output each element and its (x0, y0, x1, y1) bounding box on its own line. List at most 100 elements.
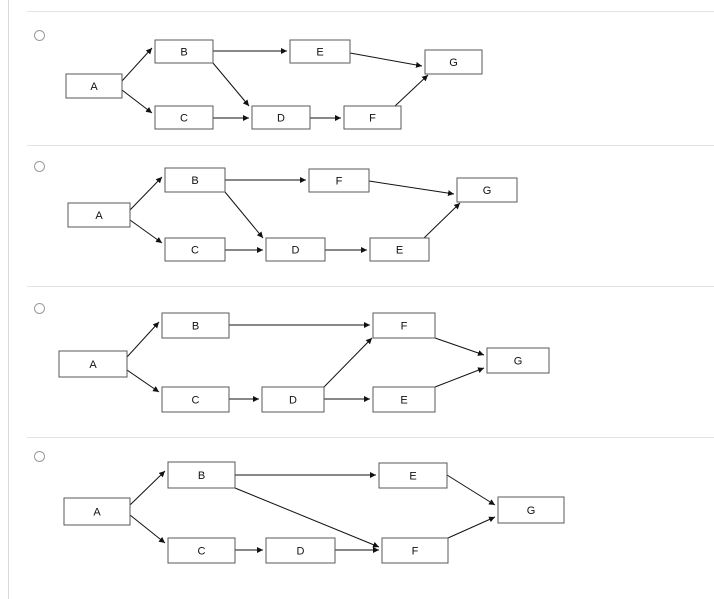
option-divider (27, 145, 714, 146)
node-E: E (372, 386, 436, 413)
edge-F-to-G (447, 516, 496, 539)
node-label-E: E (400, 394, 407, 406)
node-box-E (289, 39, 351, 64)
node-label-G: G (527, 505, 536, 517)
node-box-B (161, 312, 230, 339)
node-box-E (372, 386, 436, 413)
edge-A-to-B (126, 321, 160, 358)
node-F: F (372, 312, 436, 339)
node-B: B (164, 167, 226, 193)
edge-A-to-C (129, 219, 163, 244)
node-label-F: F (336, 175, 343, 187)
node-B: B (154, 39, 214, 64)
edge-E-to-G (434, 367, 485, 388)
node-label-C: C (198, 545, 206, 557)
edge-A-to-B (129, 176, 163, 211)
node-label-D: D (289, 394, 297, 406)
node-G: G (456, 177, 518, 203)
node-box-A (67, 202, 131, 228)
node-box-A (58, 350, 128, 378)
node-label-F: F (369, 112, 376, 124)
node-box-D (261, 386, 325, 413)
edge-D-to-F (323, 337, 373, 388)
node-label-A: A (95, 210, 103, 222)
node-label-F: F (401, 320, 408, 332)
node-box-B (167, 461, 236, 489)
node-box-D (265, 537, 336, 564)
node-G: G (424, 49, 483, 75)
edge-F-to-G (434, 337, 485, 356)
node-label-G: G (514, 355, 523, 367)
node-E: E (369, 237, 430, 262)
node-A: A (58, 350, 128, 378)
edge-A-to-C (129, 514, 166, 544)
edge-E-to-G (423, 202, 461, 239)
node-box-C (167, 537, 236, 564)
node-C: C (154, 105, 214, 130)
node-label-B: B (192, 320, 199, 332)
left-border-rail (8, 0, 9, 599)
node-box-E (369, 237, 430, 262)
edge-E-to-G (349, 52, 423, 68)
node-E: E (289, 39, 351, 64)
node-box-E (378, 462, 448, 489)
node-label-D: D (292, 244, 300, 256)
node-D: D (265, 237, 326, 262)
edge-B-to-D (224, 191, 264, 239)
node-label-C: C (192, 394, 200, 406)
edge-F-to-G (368, 180, 455, 197)
node-label-A: A (89, 359, 97, 371)
node-box-F (372, 312, 436, 339)
node-C: C (164, 237, 226, 262)
node-box-F (381, 537, 449, 564)
node-D: D (261, 386, 325, 413)
node-F: F (343, 105, 402, 130)
node-label-G: G (483, 185, 492, 197)
node-label-D: D (297, 545, 305, 557)
node-box-F (343, 105, 402, 130)
node-box-C (161, 386, 230, 413)
edge-E-to-G (446, 474, 496, 506)
node-D: D (251, 105, 311, 130)
node-label-C: C (191, 244, 199, 256)
edge-B-to-F (234, 487, 380, 548)
edge-A-to-B (121, 47, 153, 82)
option-divider (27, 286, 714, 287)
node-box-F (308, 168, 370, 193)
option-divider (27, 437, 714, 438)
edge-A-to-C (121, 89, 153, 114)
node-label-B: B (191, 175, 198, 187)
radio-option-4[interactable] (34, 451, 45, 462)
node-label-E: E (316, 46, 323, 58)
radio-option-3[interactable] (34, 303, 45, 314)
node-label-B: B (198, 470, 205, 482)
node-E: E (378, 462, 448, 489)
node-box-G (424, 49, 483, 75)
node-A: A (63, 497, 131, 526)
node-G: G (486, 347, 550, 374)
node-A: A (65, 73, 123, 99)
node-box-C (164, 237, 226, 262)
node-box-D (265, 237, 326, 262)
option-divider (27, 11, 714, 12)
node-box-C (154, 105, 214, 130)
node-box-B (164, 167, 226, 193)
node-F: F (308, 168, 370, 193)
node-C: C (167, 537, 236, 564)
radio-option-1[interactable] (34, 30, 45, 41)
node-box-G (456, 177, 518, 203)
node-box-A (65, 73, 123, 99)
node-label-D: D (277, 112, 285, 124)
node-D: D (265, 537, 336, 564)
node-B: B (167, 461, 236, 489)
radio-option-2[interactable] (34, 161, 45, 172)
node-label-E: E (409, 470, 416, 482)
node-label-A: A (90, 81, 98, 93)
node-B: B (161, 312, 230, 339)
edge-A-to-B (129, 470, 166, 506)
node-box-B (154, 39, 214, 64)
